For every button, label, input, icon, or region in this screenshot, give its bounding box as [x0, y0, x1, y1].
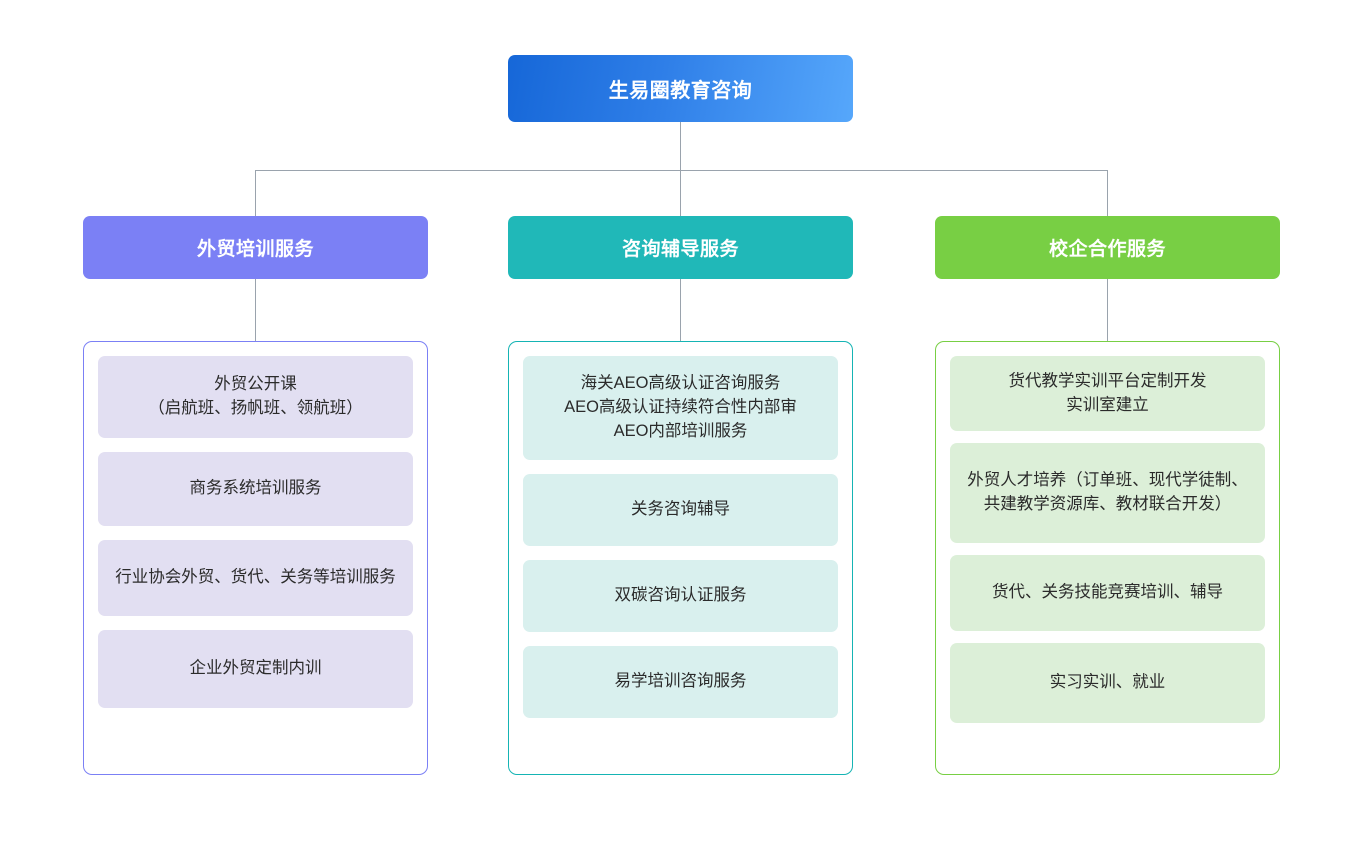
- branch-container-waimao-peixun: 外贸公开课 （启航班、扬帆班、领航班） 商务系统培训服务 行业协会外贸、货代、关…: [83, 341, 428, 775]
- connector-branch-0-to-box: [255, 279, 256, 341]
- leaf-item[interactable]: 实习实训、就业: [950, 643, 1265, 723]
- connector-horizontal-bus: [255, 170, 1107, 171]
- leaf-item[interactable]: 外贸公开课 （启航班、扬帆班、领航班）: [98, 356, 413, 438]
- root-node-label: 生易圈教育咨询: [608, 80, 753, 102]
- connector-branch-1-to-box: [680, 279, 681, 341]
- leaf-item[interactable]: 关务咨询辅导: [523, 474, 838, 546]
- branch-header-label: 校企合作服务: [1048, 239, 1166, 260]
- root-node[interactable]: 生易圈教育咨询: [508, 55, 853, 122]
- branch-container-xiaoqi-hezuo: 货代教学实训平台定制开发 实训室建立 外贸人才培养（订单班、现代学徒制、共建教学…: [935, 341, 1280, 775]
- connector-branch-1-drop: [680, 170, 681, 216]
- connector-branch-0-drop: [255, 170, 256, 216]
- connector-branch-2-to-box: [1107, 279, 1108, 341]
- leaf-item[interactable]: 商务系统培训服务: [98, 452, 413, 526]
- branch-header-label: 外贸培训服务: [196, 239, 314, 260]
- leaf-item[interactable]: 企业外贸定制内训: [98, 630, 413, 708]
- leaf-item[interactable]: 易学培训咨询服务: [523, 646, 838, 718]
- leaf-item[interactable]: 货代、关务技能竞赛培训、辅导: [950, 555, 1265, 631]
- branch-header-label: 咨询辅导服务: [621, 239, 739, 260]
- branch-container-zixun-fudao: 海关AEO高级认证咨询服务 AEO高级认证持续符合性内部审 AEO内部培训服务 …: [508, 341, 853, 775]
- branch-header-waimao-peixun[interactable]: 外贸培训服务: [83, 216, 428, 279]
- connector-root-vertical: [680, 122, 681, 170]
- branch-header-xiaoqi-hezuo[interactable]: 校企合作服务: [935, 216, 1280, 279]
- branch-header-zixun-fudao[interactable]: 咨询辅导服务: [508, 216, 853, 279]
- connector-branch-2-drop: [1107, 170, 1108, 216]
- leaf-item[interactable]: 双碳咨询认证服务: [523, 560, 838, 632]
- leaf-item[interactable]: 货代教学实训平台定制开发 实训室建立: [950, 356, 1265, 431]
- leaf-item[interactable]: 行业协会外贸、货代、关务等培训服务: [98, 540, 413, 616]
- leaf-item[interactable]: 外贸人才培养（订单班、现代学徒制、共建教学资源库、教材联合开发）: [950, 443, 1265, 543]
- leaf-item[interactable]: 海关AEO高级认证咨询服务 AEO高级认证持续符合性内部审 AEO内部培训服务: [523, 356, 838, 460]
